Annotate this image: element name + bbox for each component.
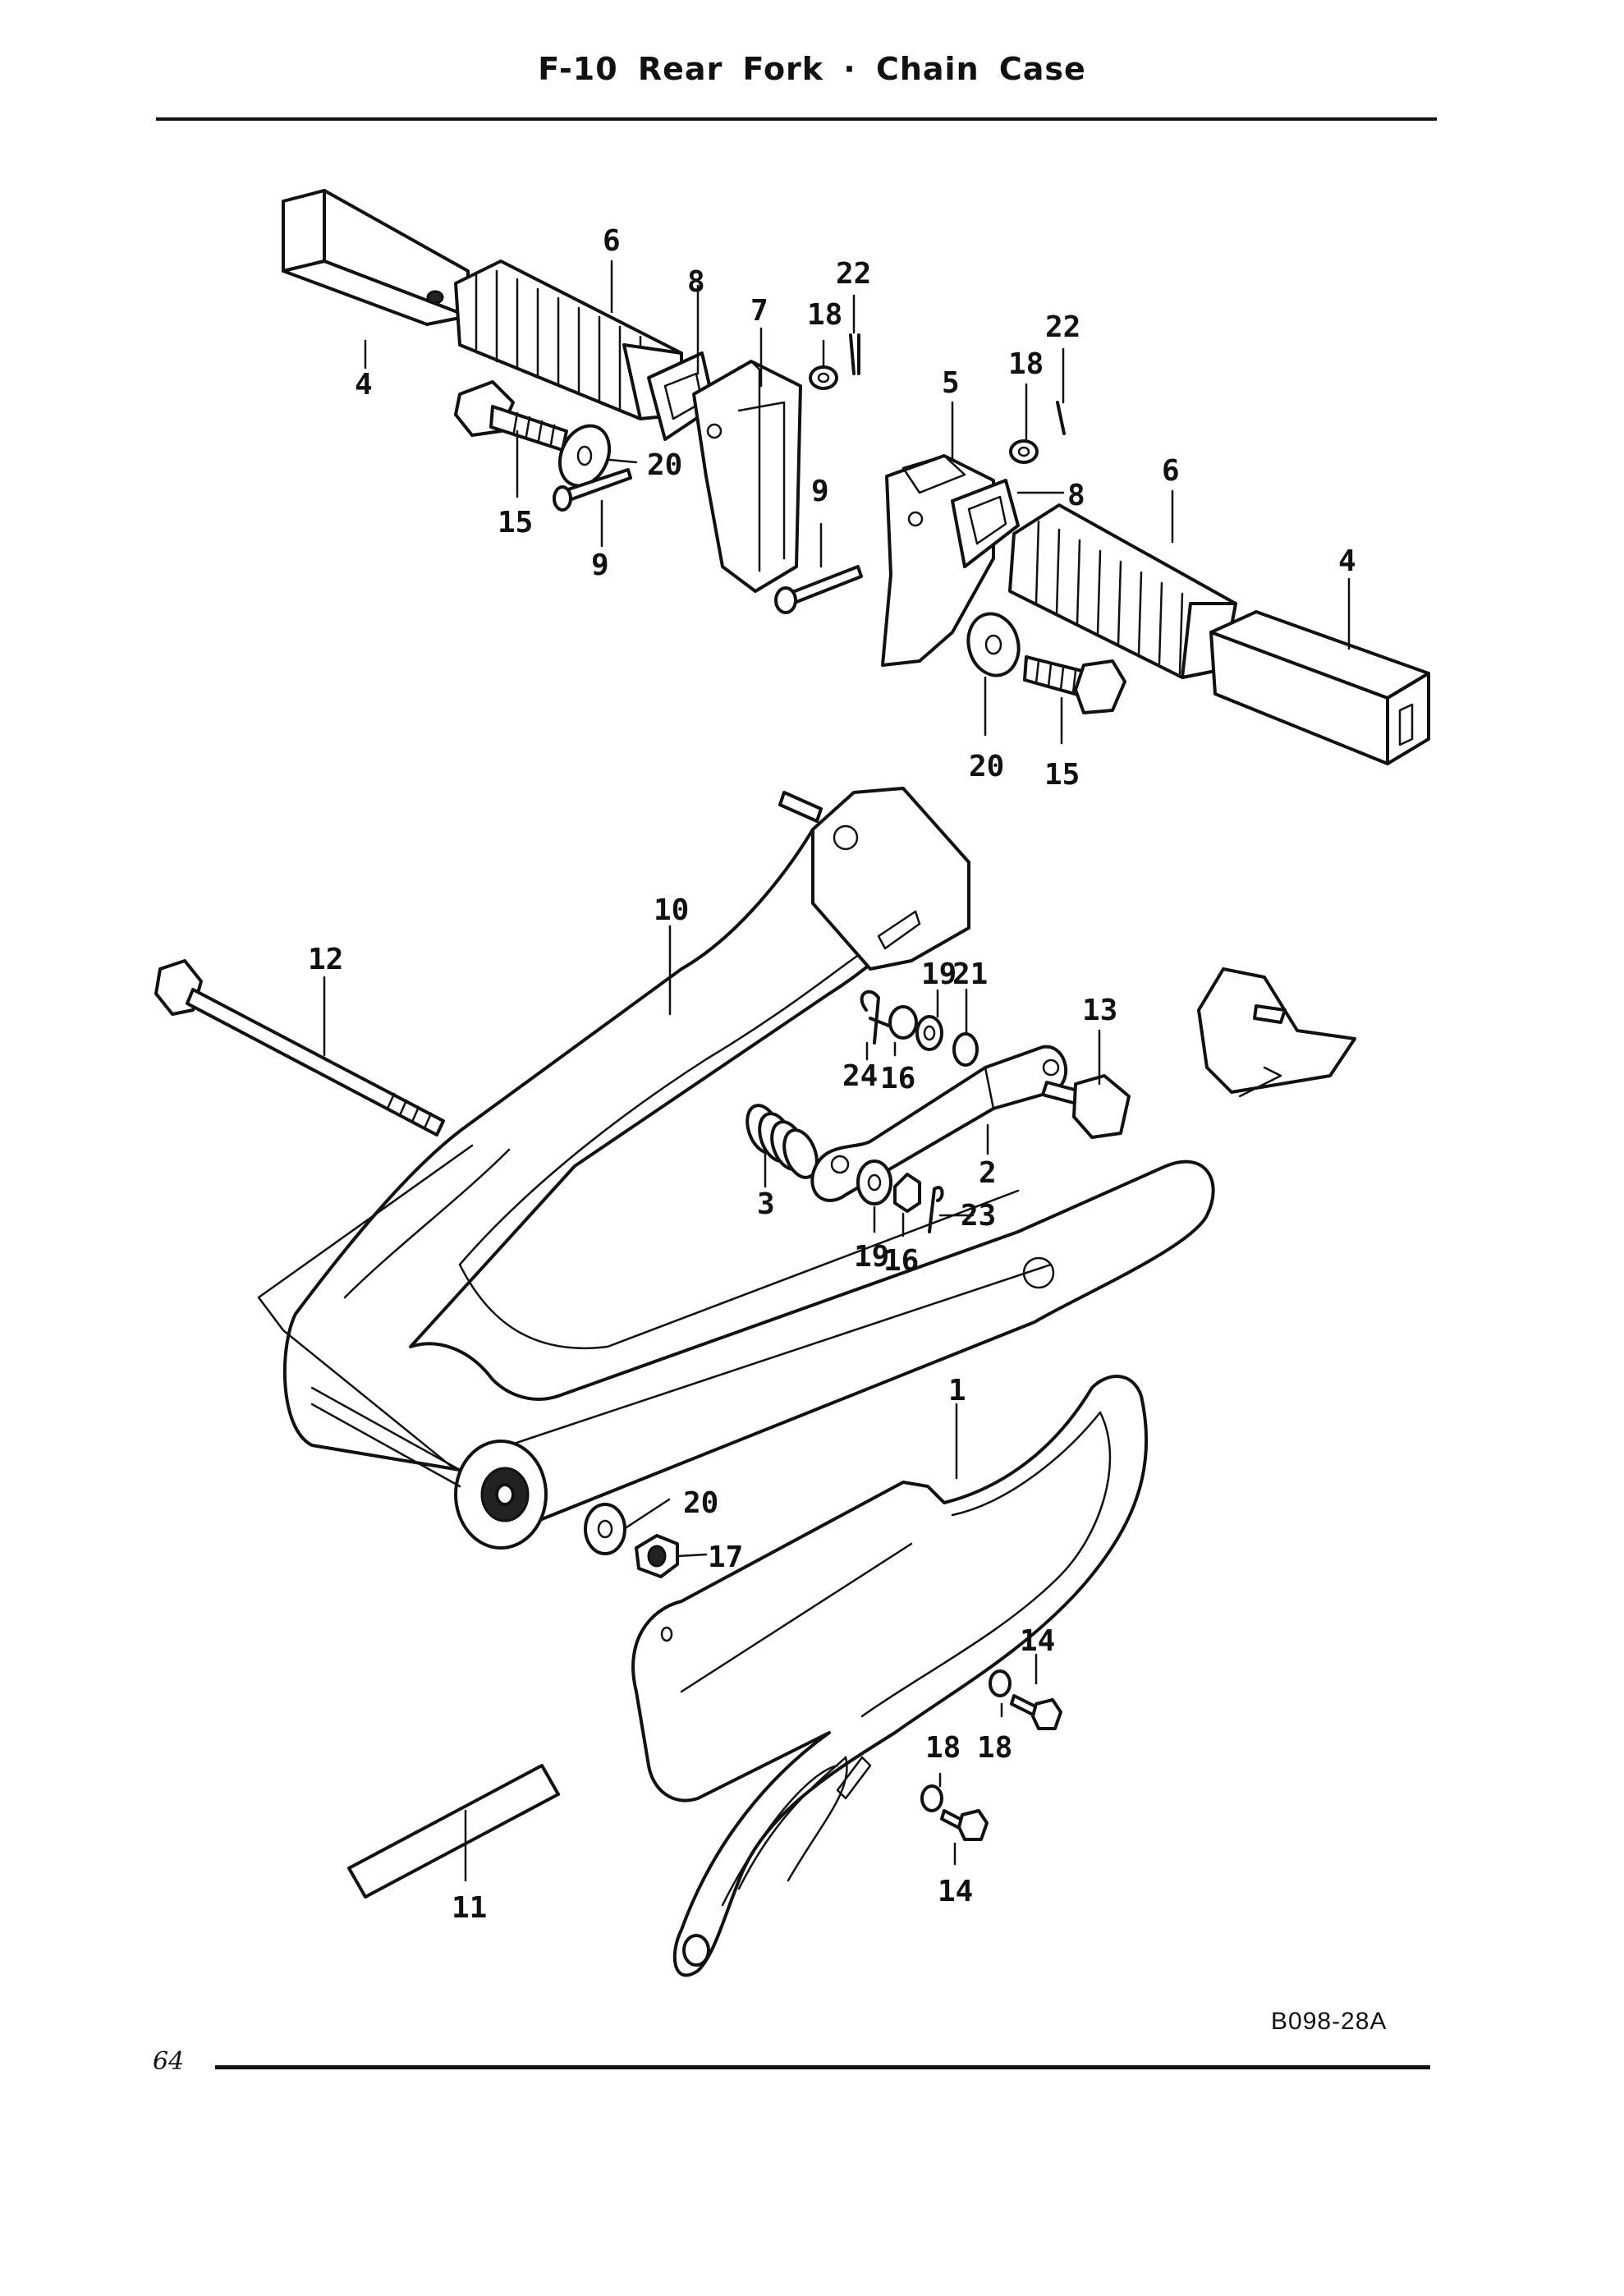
bolt-14-upper (989, 1669, 1062, 1730)
callout-4: 4 (355, 368, 373, 402)
step-bar-left-assembly (282, 189, 863, 614)
callout-18: 18 (925, 1731, 961, 1765)
washer-18-top-left (809, 365, 838, 390)
callout-14: 14 (938, 1875, 973, 1908)
callout-10: 10 (654, 893, 689, 927)
callout-6: 6 (603, 224, 621, 258)
washer-18-top-right (1009, 439, 1039, 464)
callout-11: 11 (452, 1891, 487, 1925)
callout-17: 17 (708, 1541, 743, 1574)
callout-12: 12 (308, 943, 343, 976)
rear-fork (282, 787, 1356, 1550)
fastener-cluster-upper (860, 990, 979, 1067)
callout-19: 19 (854, 1240, 889, 1274)
callout-22: 22 (836, 257, 871, 291)
callout-19: 19 (921, 957, 957, 991)
callout-15: 15 (498, 506, 533, 540)
page-title: F-10 Rear Fork · Chain Case (538, 51, 1086, 87)
page-number: 64 (153, 2047, 185, 2076)
callout-22: 22 (1045, 310, 1080, 344)
bolt-13 (1041, 1074, 1131, 1139)
callout-18: 18 (977, 1731, 1012, 1765)
callout-1: 1 (948, 1374, 966, 1407)
step-bracket-left (692, 360, 802, 593)
callout-20: 20 (683, 1486, 718, 1520)
callout-24: 24 (842, 1059, 878, 1093)
fastener-cluster-lower (856, 1159, 944, 1233)
figure-code: B098-28A (1271, 2008, 1388, 2035)
washer-20-left (557, 424, 612, 488)
bolt-15-right (1023, 655, 1126, 714)
cotter-pin-22-right (1056, 401, 1066, 435)
callout-14: 14 (1020, 1624, 1055, 1658)
nut-17 (635, 1534, 679, 1578)
bolt-14-lower (920, 1784, 989, 1841)
callout-9: 9 (811, 475, 829, 508)
step-bar-right-assembly (881, 401, 1430, 765)
callout-4: 4 (1338, 544, 1356, 578)
callout-18: 18 (807, 298, 842, 332)
callout-9: 9 (591, 549, 609, 582)
footer-rule (215, 2065, 1430, 2069)
callout-20: 20 (969, 750, 1004, 783)
step-bar-right (1209, 610, 1430, 765)
callout-16: 16 (880, 1062, 915, 1095)
label-sticker-11 (347, 1764, 560, 1899)
callout-15: 15 (1044, 758, 1080, 792)
chain-case (631, 1375, 1149, 1977)
callout-8: 8 (687, 265, 705, 299)
callout-23: 23 (961, 1199, 996, 1233)
pin-9-middle (774, 565, 863, 614)
callout-16: 16 (883, 1244, 919, 1278)
step-bar-left (282, 189, 470, 326)
part-callouts: 6 8 7 18 22 4 20 15 9 9 22 18 5 8 6 4 20… (308, 224, 1356, 1925)
pin-9-left (553, 468, 632, 512)
cotter-pin-22-left (849, 333, 860, 375)
washer-20-right (966, 612, 1021, 677)
step-rubber-left (454, 259, 683, 420)
callout-3: 3 (757, 1187, 775, 1221)
callout-8: 8 (1067, 479, 1085, 512)
callout-2: 2 (979, 1156, 997, 1190)
pivot-bolt-12 (154, 959, 445, 1137)
callout-13: 13 (1082, 994, 1117, 1027)
leader-lines (323, 259, 1351, 1882)
callout-5: 5 (942, 366, 960, 400)
bolt-15-left (454, 380, 568, 452)
washer-20-lower (584, 1503, 626, 1555)
callout-21: 21 (952, 957, 988, 991)
callout-18: 18 (1008, 347, 1044, 381)
callout-7: 7 (750, 294, 768, 328)
step-rubber-right (1008, 503, 1237, 679)
header-rule (156, 117, 1437, 121)
callout-20: 20 (647, 448, 682, 482)
spring-3 (745, 1104, 819, 1179)
callout-6: 6 (1162, 454, 1180, 488)
